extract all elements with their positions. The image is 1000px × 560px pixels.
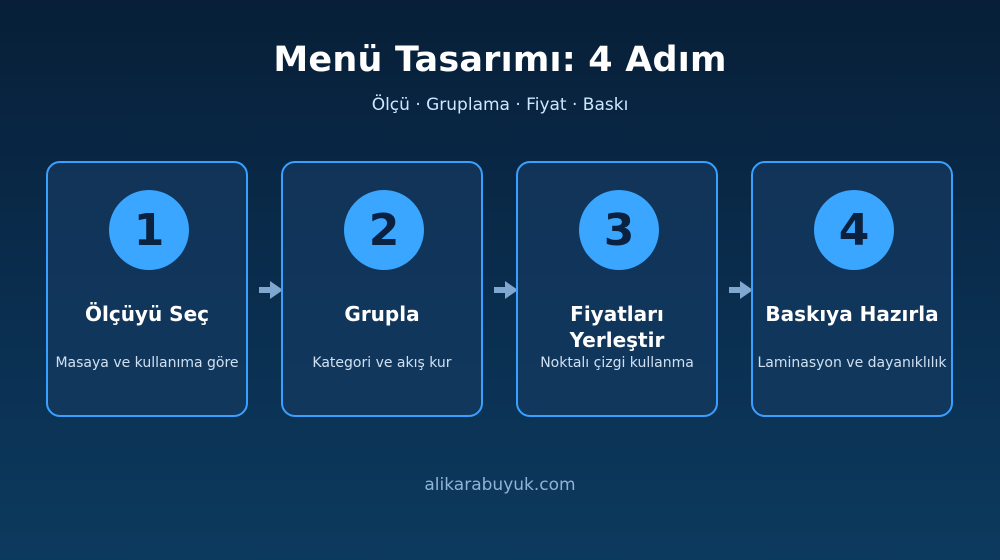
footer-website: alikarabuyuk.com xyxy=(424,475,576,495)
arrow-right-icon xyxy=(259,281,283,299)
step-description: Kategori ve akış kur xyxy=(312,355,452,371)
step-description: Noktalı çizgi kullanma xyxy=(540,355,694,371)
step-card-1: 1 Ölçüyü Seç Masaya ve kullanıma göre xyxy=(46,161,248,417)
step-number-badge: 3 xyxy=(579,190,659,270)
step-title: Grupla xyxy=(344,302,420,326)
step-number-badge: 1 xyxy=(109,190,189,270)
arrow-right-icon xyxy=(494,281,518,299)
step-title: Baskıya Hazırla xyxy=(765,302,939,326)
step-card-2: 2 Grupla Kategori ve akış kur xyxy=(281,161,483,417)
step-title: Fiyatları Yerleştir xyxy=(569,302,665,352)
diagram-subtitle: Ölçü · Gruplama · Fiyat · Baskı xyxy=(371,95,629,115)
step-title: Ölçüyü Seç xyxy=(84,302,209,326)
step-description: Laminasyon ve dayanıklılık xyxy=(757,355,947,371)
step-card-4: 4 Baskıya Hazırla Laminasyon ve dayanıkl… xyxy=(751,161,953,417)
step-number-badge: 2 xyxy=(344,190,424,270)
diagram-title: Menü Tasarımı: 4 Adım xyxy=(273,40,727,80)
arrow-right-icon xyxy=(729,281,753,299)
step-card-3: 3 Fiyatları Yerleştir Noktalı çizgi kull… xyxy=(516,161,718,417)
step-number-badge: 4 xyxy=(814,190,894,270)
step-description: Masaya ve kullanıma göre xyxy=(55,355,239,371)
